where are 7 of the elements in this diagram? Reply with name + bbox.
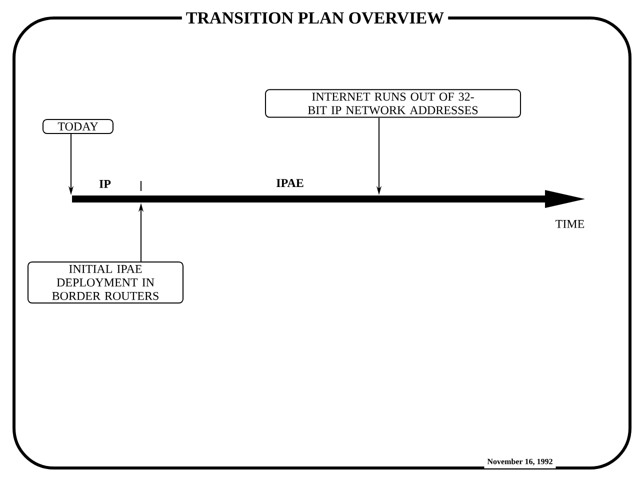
timeline-arrow bbox=[72, 190, 585, 208]
text-box: TODAY bbox=[42, 118, 114, 134]
date-label: November 16, 1992 bbox=[484, 456, 556, 468]
text-box: INTERNET RUNS OUT OF 32-BIT IP NETWORK ADDRESSES bbox=[265, 89, 521, 118]
axis-label: TIME bbox=[556, 220, 584, 228]
title: TRANSITION PLAN OVERVIEW bbox=[182, 8, 448, 28]
text-box: INITIAL IPAE DEPLOYMENT IN BORDER ROUTERS bbox=[28, 261, 184, 304]
